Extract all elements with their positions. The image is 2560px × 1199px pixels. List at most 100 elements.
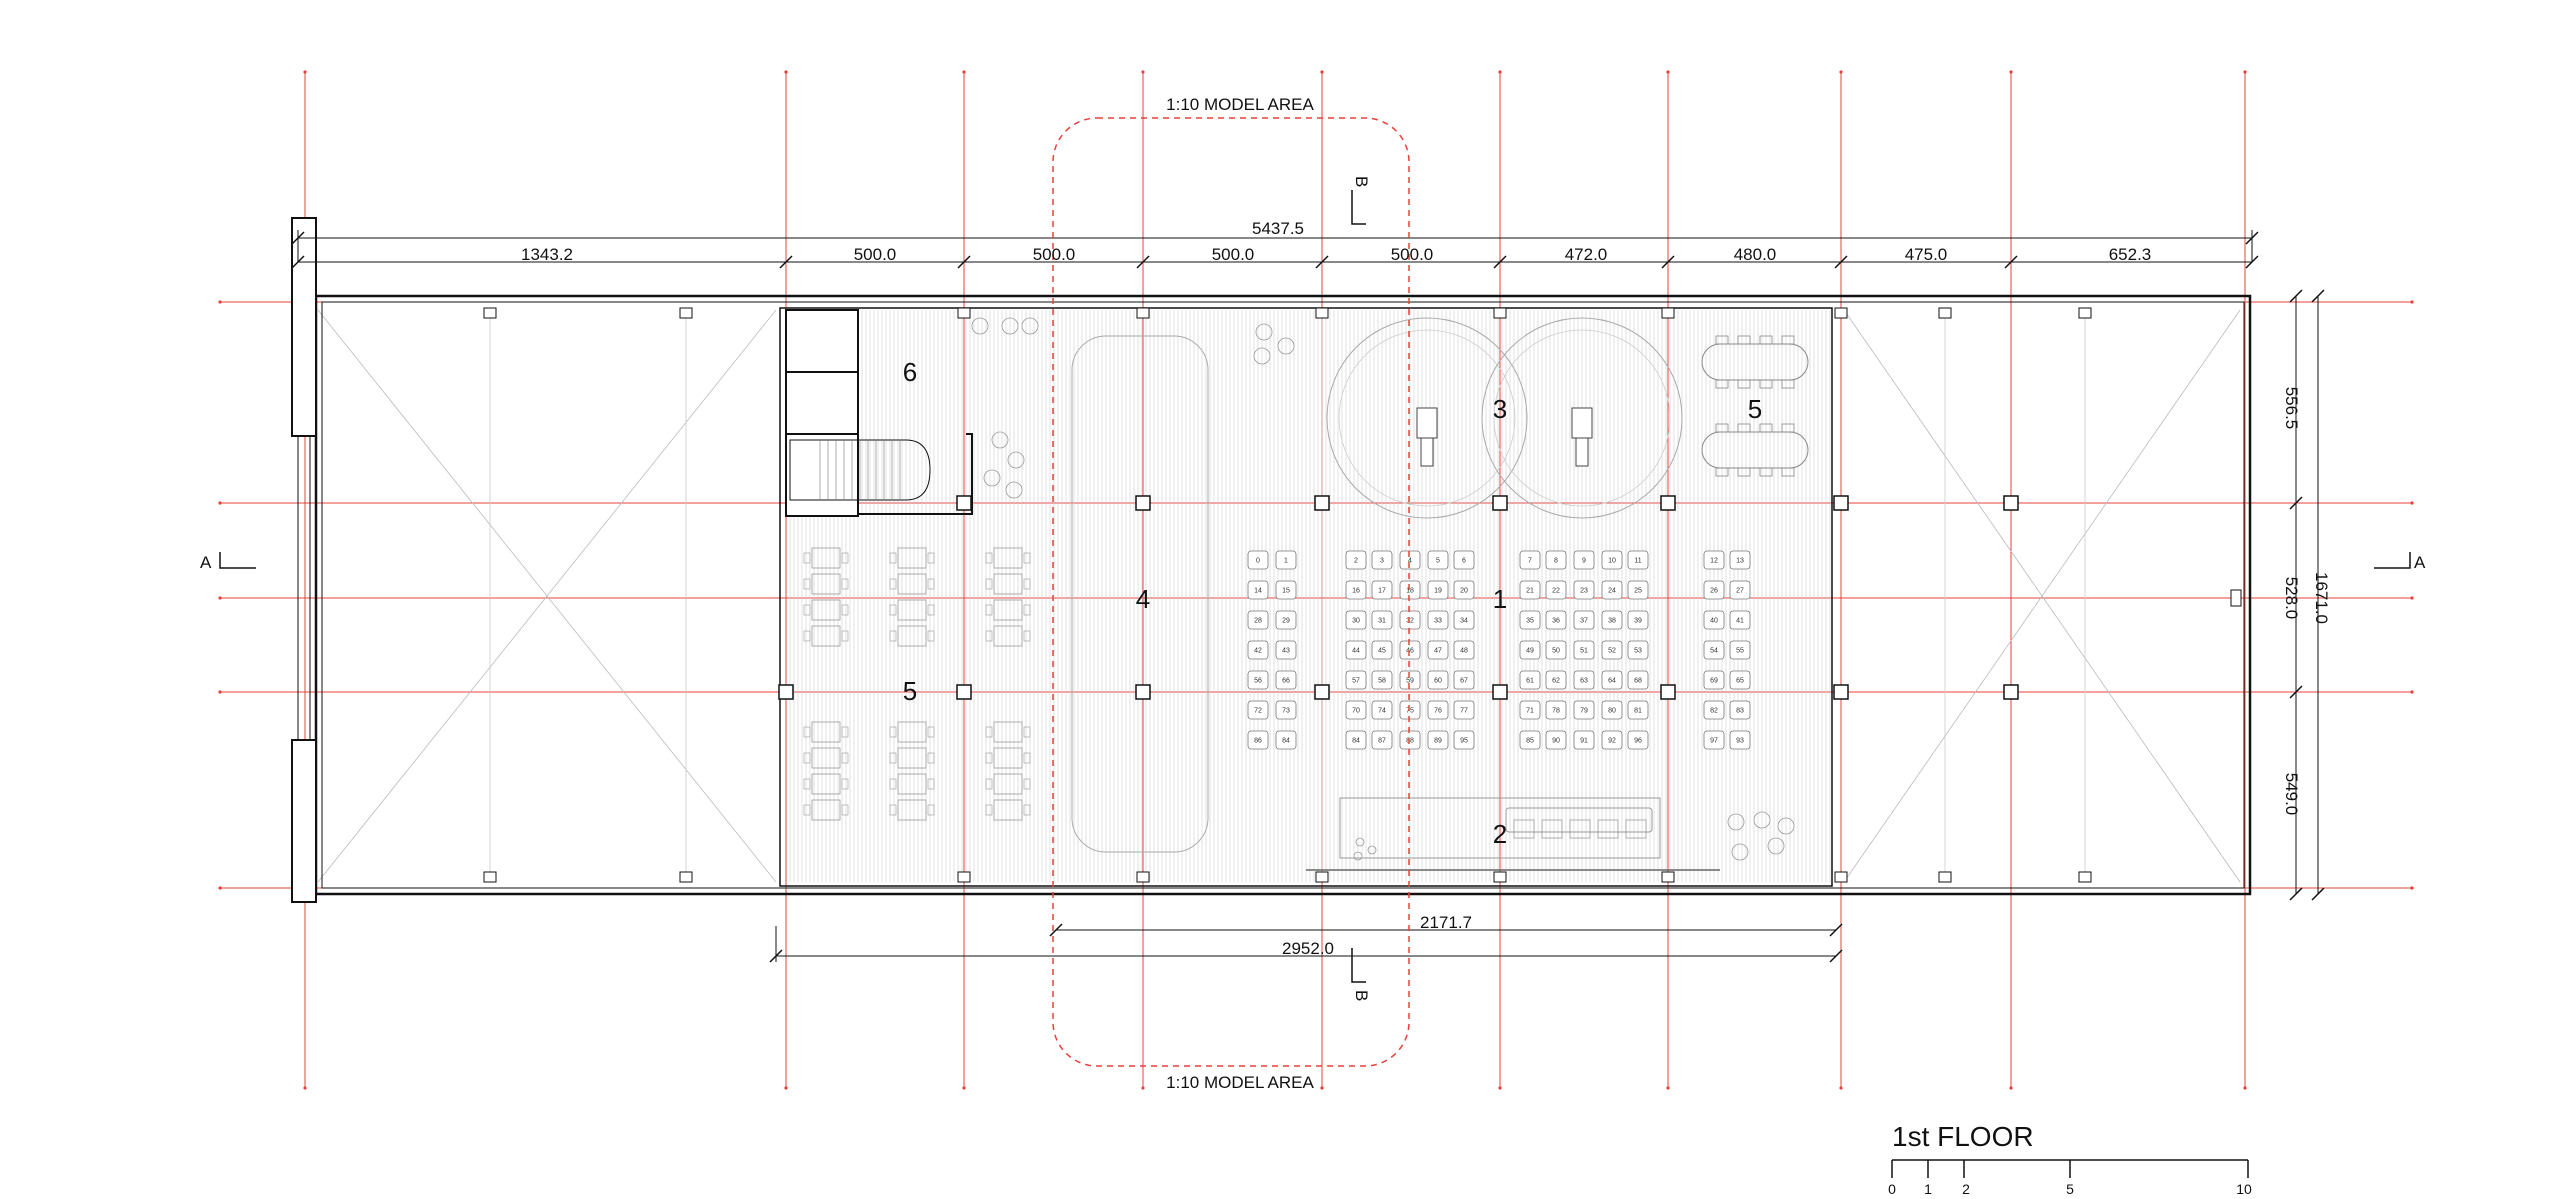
seat xyxy=(1627,730,1649,750)
desk-chair xyxy=(803,604,811,616)
seat-number: 43 xyxy=(1282,648,1290,655)
scale-label-0: 0 xyxy=(1888,1181,1896,1197)
room-label-2: 2 xyxy=(1493,819,1507,849)
robot-cell-circle-inner xyxy=(1493,329,1671,507)
desk xyxy=(897,625,927,647)
oval-table-room-4 xyxy=(1071,335,1209,853)
desk-chair xyxy=(889,630,897,642)
desk xyxy=(811,721,841,743)
console-chair xyxy=(1513,819,1535,839)
inner-wall xyxy=(321,301,2245,889)
grid-tick xyxy=(303,1086,307,1090)
seat-number: 33 xyxy=(1434,618,1442,625)
desk xyxy=(993,721,1023,743)
seat-number: 0 xyxy=(1256,558,1260,565)
grid-tick xyxy=(2410,501,2414,505)
grid-tick xyxy=(218,596,222,600)
building-walls xyxy=(291,217,2252,903)
dim-tick xyxy=(2004,255,2018,269)
seat xyxy=(1399,610,1421,630)
stool xyxy=(1777,817,1795,835)
desk-chair xyxy=(1023,778,1031,790)
seat-number: 44 xyxy=(1352,648,1360,655)
robot-cell-circle xyxy=(1326,317,1528,519)
dim-tick xyxy=(1315,255,1329,269)
seat-number: 58 xyxy=(1378,678,1386,685)
seat xyxy=(1345,610,1367,630)
console-chair xyxy=(1597,819,1619,839)
column xyxy=(1492,495,1508,511)
desk-chair xyxy=(803,578,811,590)
desk-chair xyxy=(889,778,897,790)
seat-number: 1 xyxy=(1284,558,1288,565)
seat-number: 89 xyxy=(1434,738,1442,745)
desk-chair xyxy=(985,578,993,590)
seat xyxy=(1545,700,1567,720)
dim-tick xyxy=(957,255,971,269)
seat xyxy=(1729,550,1751,570)
desk-chair xyxy=(1023,630,1031,642)
dim-tick xyxy=(1049,923,1063,937)
seat xyxy=(1703,640,1725,660)
seat xyxy=(1399,580,1421,600)
grid-tick xyxy=(1498,1086,1502,1090)
bay-dim-2: 500.0 xyxy=(854,245,897,264)
chair xyxy=(1759,467,1773,477)
seat xyxy=(1703,550,1725,570)
seat-number: 61 xyxy=(1526,678,1534,685)
seat-number: 30 xyxy=(1352,618,1360,625)
desk-chair xyxy=(889,552,897,564)
svg-text:A: A xyxy=(2414,553,2426,572)
seat-number: 20 xyxy=(1460,588,1468,595)
seat-number: 12 xyxy=(1710,558,1718,565)
robot-arm-base xyxy=(1571,407,1593,439)
seat xyxy=(1247,640,1269,660)
desk-chair xyxy=(985,752,993,764)
dim-tick xyxy=(1829,949,1843,963)
seat-number: 63 xyxy=(1580,678,1588,685)
seat xyxy=(1371,640,1393,660)
seat-number: 70 xyxy=(1352,708,1360,715)
seat-number: 91 xyxy=(1580,738,1588,745)
bay-dim-4: 500.0 xyxy=(1212,245,1255,264)
seat-number: 87 xyxy=(1378,738,1386,745)
desk xyxy=(811,599,841,621)
column xyxy=(1314,684,1330,700)
seat-number: 49 xyxy=(1526,648,1534,655)
seat-number: 5 xyxy=(1436,558,1440,565)
seat xyxy=(1545,610,1567,630)
desk-chair xyxy=(803,726,811,738)
seat-number: 55 xyxy=(1736,648,1744,655)
grid-tick xyxy=(1141,1086,1145,1090)
seat xyxy=(1399,730,1421,750)
grid-tick xyxy=(1498,70,1502,74)
depth-dim-1: 556.5 xyxy=(2282,387,2301,430)
seat-number: 32 xyxy=(1406,618,1414,625)
seat-number: 62 xyxy=(1552,678,1560,685)
desk-chair xyxy=(927,804,935,816)
svg-text:B: B xyxy=(1352,176,1371,187)
seat-number: 81 xyxy=(1634,708,1642,715)
seat-number: 47 xyxy=(1434,648,1442,655)
bay-diagonal xyxy=(1843,309,2241,883)
desk-chair xyxy=(985,726,993,738)
seat xyxy=(1573,550,1595,570)
grid-tick xyxy=(2243,1086,2247,1090)
grid-tick xyxy=(1839,70,1843,74)
seat xyxy=(1247,580,1269,600)
seat-number: 23 xyxy=(1580,588,1588,595)
grid-tick xyxy=(962,1086,966,1090)
robot-arm-base xyxy=(1416,407,1438,439)
seat-number: 64 xyxy=(1608,678,1616,685)
model-area-label-top: 1:10 MODEL AREA xyxy=(1166,95,1314,114)
seat-number: 72 xyxy=(1254,708,1262,715)
seat xyxy=(1247,610,1269,630)
column xyxy=(1833,684,1849,700)
seat-number: 24 xyxy=(1608,588,1616,595)
seat xyxy=(1627,610,1649,630)
seat xyxy=(1545,730,1567,750)
desk-chair xyxy=(985,778,993,790)
seat-number: 34 xyxy=(1460,618,1468,625)
seat xyxy=(1453,640,1475,660)
seat xyxy=(1247,730,1269,750)
